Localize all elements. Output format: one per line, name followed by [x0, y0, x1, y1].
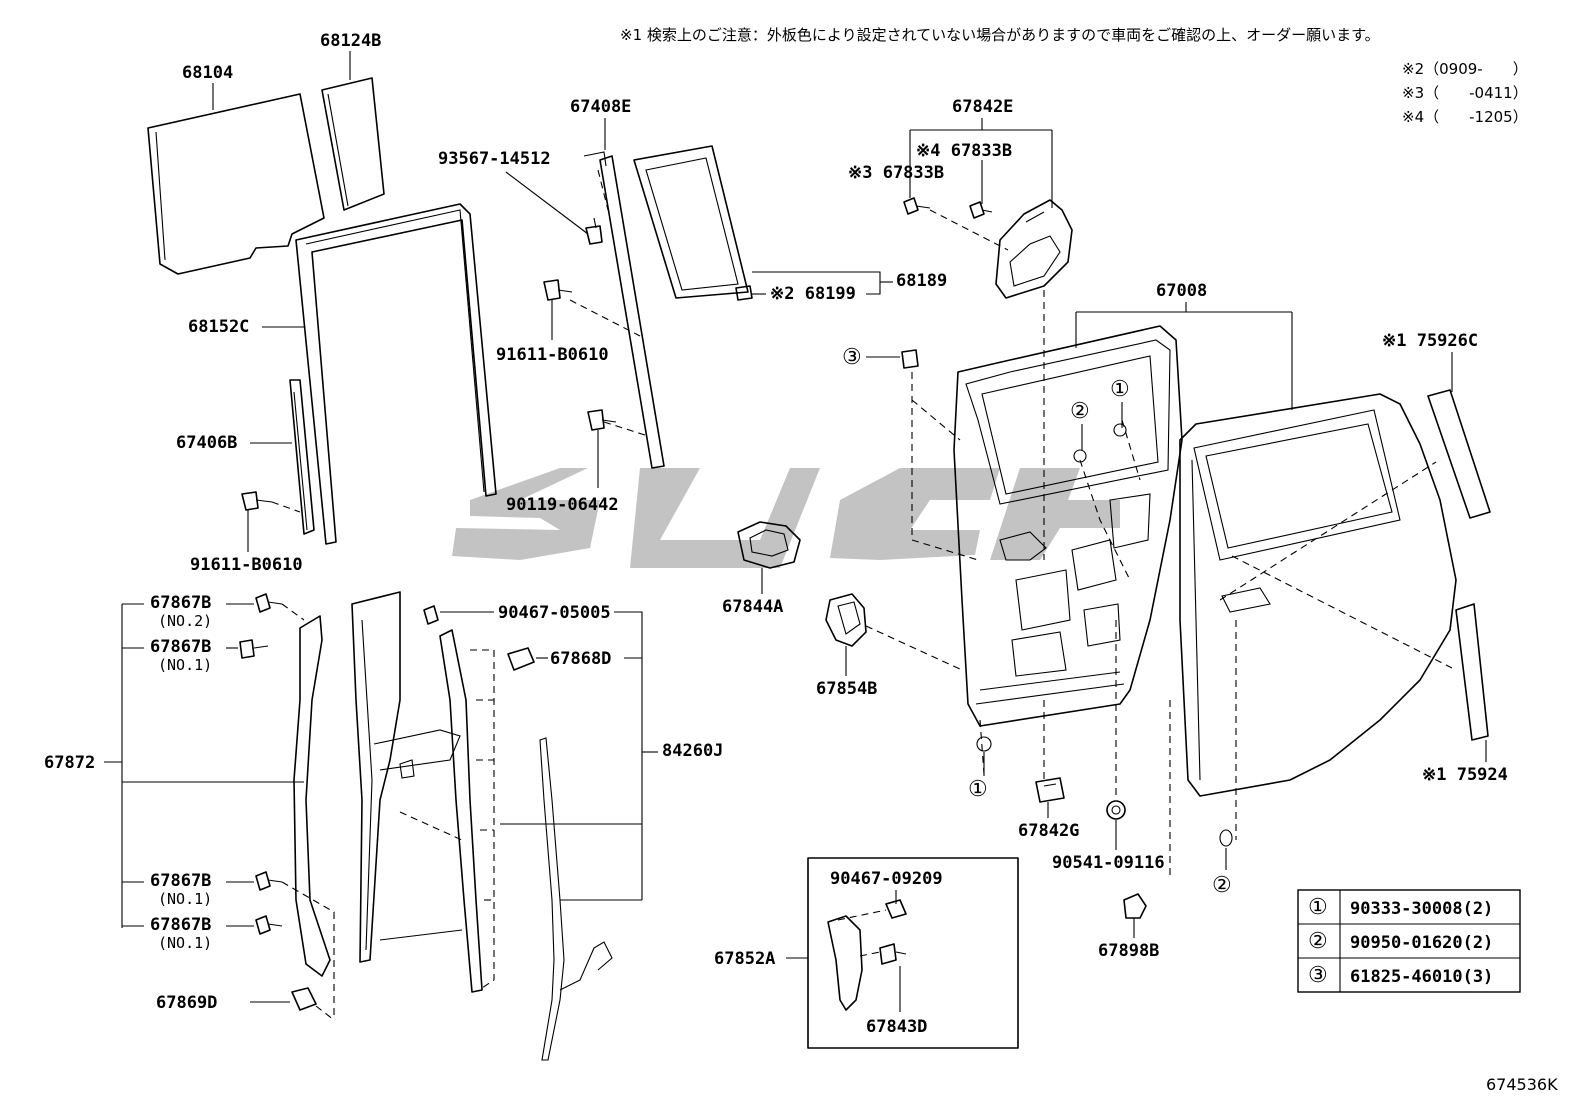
label-67008: 67008 — [1156, 281, 1207, 301]
legend-symbol: ③ — [1308, 963, 1328, 988]
glass-68124B — [321, 77, 385, 211]
label-67833B-3: ※3 67833B — [848, 163, 944, 183]
body-pillar — [351, 591, 463, 963]
marker-1-top: ① — [1110, 377, 1130, 402]
label-67842E: 67842E — [952, 97, 1013, 117]
label-67869D: 67869D — [156, 993, 217, 1013]
label-84260J: 84260J — [662, 741, 723, 761]
label-67833B-4: ※4 67833B — [916, 141, 1012, 161]
label-67408E: 67408E — [570, 97, 631, 117]
label-90467-05005: 90467-05005 — [498, 603, 611, 623]
note-1: ※1 検索上のご注意：外板色により設定されていない場合がありますので車両をご確認… — [620, 26, 1380, 44]
label-68152C: 68152C — [188, 317, 249, 337]
molding-75924 — [1455, 603, 1489, 741]
label-67898B: 67898B — [1098, 941, 1159, 961]
label-67867B-2-sub: (NO.1) — [158, 656, 212, 674]
clip-67833B-b — [969, 201, 993, 219]
marker-1-bottom: ① — [968, 777, 988, 802]
label-67868D: 67868D — [550, 649, 611, 669]
label-68104: 68104 — [182, 63, 233, 83]
legend-table — [1297, 889, 1521, 993]
molding-75926C — [1427, 389, 1491, 519]
note-2: ※2（0909- ） — [1402, 60, 1528, 78]
label-67867B-4: 67867B — [150, 915, 211, 935]
weatherstrip-67872 — [293, 615, 331, 977]
bolt-90119 — [587, 409, 617, 431]
run-channel-68152C — [295, 203, 497, 545]
label-67852A: 67852A — [714, 949, 775, 969]
label-67844A: 67844A — [722, 597, 783, 617]
marker-2-bottom: ② — [1212, 873, 1232, 898]
weatherstrip-67406B — [289, 379, 315, 535]
label-93567: 93567-14512 — [438, 149, 551, 169]
label-67872: 67872 — [44, 753, 95, 773]
cap-67898B — [1123, 893, 1147, 919]
door-inner-67008 — [953, 325, 1183, 727]
bracket-67842E — [995, 199, 1073, 299]
screw-93567 — [585, 217, 603, 245]
legend-symbol: ② — [1308, 929, 1328, 954]
trim-67852A — [827, 915, 863, 1011]
clip-67868D — [507, 647, 535, 671]
plug-3 — [901, 349, 919, 369]
label-91611-left: 91611-B0610 — [190, 555, 303, 575]
bolt-91611-mid — [543, 279, 573, 301]
legend-part-number: 61825-46010(3) — [1350, 967, 1493, 987]
window-68189 — [633, 145, 753, 301]
quarter-glass-68104 — [147, 93, 325, 275]
clips-67867B — [239, 593, 317, 1011]
label-67843D: 67843D — [866, 1017, 927, 1037]
label-68189: 68189 — [896, 271, 947, 291]
label-67867B-2: 67867B — [150, 637, 211, 657]
marker-2-top: ② — [1070, 399, 1090, 424]
label-67842G: 67842G — [1018, 821, 1079, 841]
label-91611-mid: 91611-B0610 — [496, 345, 609, 365]
label-75926C: ※1 75926C — [1382, 331, 1478, 351]
label-67867B-3: 67867B — [150, 871, 211, 891]
clip-90467-09209 — [885, 899, 907, 919]
clip-67842G — [1035, 777, 1065, 803]
legend-symbol: ① — [1308, 895, 1328, 920]
label-68199: ※2 68199 — [770, 284, 856, 304]
diagram-id: 674536K — [1486, 1075, 1558, 1094]
label-90541: 90541-09116 — [1052, 853, 1165, 873]
label-67867B-1-sub: (NO.2) — [158, 612, 212, 630]
bolt-91611-left — [241, 491, 301, 513]
weatherstrip-84260J — [439, 629, 613, 1061]
handle-67844A — [737, 521, 801, 569]
nut-90541 — [1106, 800, 1126, 820]
clip-67833B-a — [903, 197, 931, 215]
label-68124B: 68124B — [320, 31, 381, 51]
label-67867B-3-sub: (NO.1) — [158, 890, 212, 908]
callout-box-67852A — [807, 857, 1019, 1049]
door-outer-panel — [1179, 393, 1457, 797]
label-67406B: 67406B — [176, 433, 237, 453]
label-67867B-4-sub: (NO.1) — [158, 934, 212, 952]
label-75924: ※1 75924 — [1422, 765, 1508, 785]
label-67854B: 67854B — [816, 679, 877, 699]
note-3: ※3（ -0411） — [1402, 84, 1528, 102]
marker-3-top: ③ — [842, 345, 862, 370]
legend-part-number: 90950-01620(2) — [1350, 933, 1493, 953]
note-4: ※4（ -1205） — [1402, 108, 1528, 126]
bezel-67854B — [825, 593, 867, 647]
label-67867B-1: 67867B — [150, 593, 211, 613]
label-90467-09209: 90467-09209 — [830, 869, 943, 889]
sash-67408E — [569, 151, 665, 469]
screw-67843D — [879, 943, 907, 965]
watermark-logo — [452, 468, 1120, 568]
clip-90467-05005 — [423, 605, 439, 625]
label-90119: 90119-06442 — [506, 495, 619, 515]
legend-part-number: 90333-30008(2) — [1350, 899, 1493, 919]
